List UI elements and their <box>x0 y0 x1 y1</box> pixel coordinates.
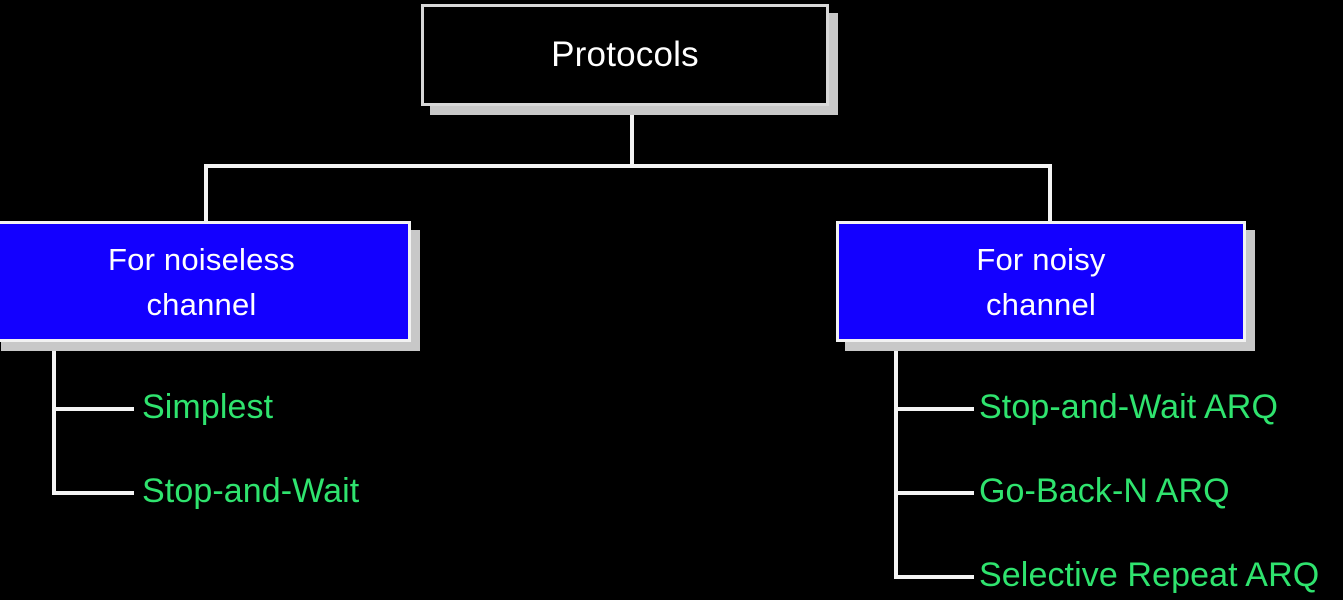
leaf-selective-repeat-arq[interactable]: Selective Repeat ARQ <box>979 556 1320 594</box>
connector-horizontal-bus <box>204 164 1052 168</box>
node-label-line-2: channel <box>146 286 257 322</box>
node-for-noiseless-channel[interactable]: For noiseless channel <box>0 221 411 342</box>
connector-stub-simplest <box>52 407 134 411</box>
leaf-stop-and-wait[interactable]: Stop-and-Wait <box>142 472 360 510</box>
node-label-line-2: channel <box>985 286 1096 322</box>
leaf-go-back-n-arq[interactable]: Go-Back-N ARQ <box>979 472 1230 510</box>
connector-stub-stop-and-wait-arq <box>894 407 974 411</box>
connector-stub-selective-repeat-arq <box>894 575 974 579</box>
node-protocols[interactable]: Protocols <box>421 4 829 106</box>
connector-root-trunk <box>630 106 634 168</box>
connector-stem-noisy <box>894 346 898 579</box>
leaf-simplest[interactable]: Simplest <box>142 388 274 426</box>
node-label-line-1: For noisy <box>976 241 1106 277</box>
connector-stub-go-back-n-arq <box>894 491 974 495</box>
node-for-noisy-channel[interactable]: For noisy channel <box>836 221 1246 342</box>
leaf-stop-and-wait-arq[interactable]: Stop-and-Wait ARQ <box>979 388 1279 426</box>
node-label-line-1: For noiseless <box>108 241 295 277</box>
node-protocols-label: Protocols <box>551 35 699 74</box>
connector-stem-noiseless <box>52 346 56 495</box>
connector-stub-stop-and-wait <box>52 491 134 495</box>
connector-drop-noiseless <box>204 164 208 224</box>
node-for-noisy-channel-label: For noisy channel <box>976 237 1105 327</box>
node-for-noiseless-channel-label: For noiseless channel <box>108 237 295 327</box>
connector-drop-noisy <box>1048 164 1052 224</box>
